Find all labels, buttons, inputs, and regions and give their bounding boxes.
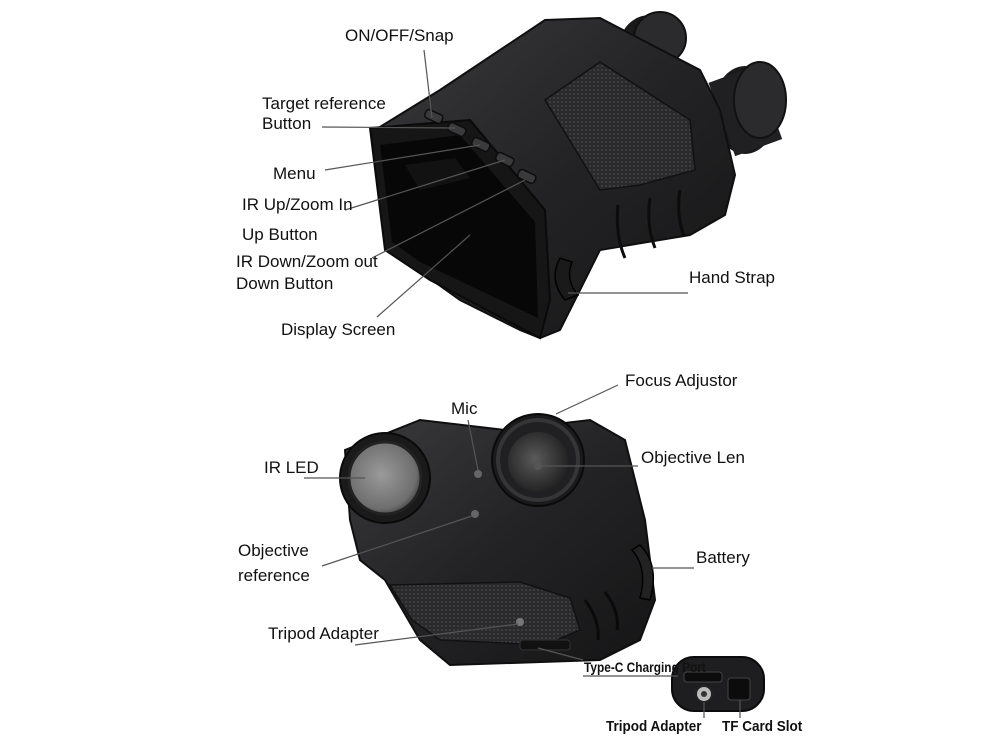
grip-ridges	[615, 189, 686, 259]
label-ir-up: IR Up/Zoom In Up Button	[242, 195, 353, 245]
port-inset	[671, 656, 765, 712]
label-objective-reference-line1: Objective	[238, 541, 309, 560]
type-c-port	[519, 639, 571, 651]
battery-cap	[630, 544, 655, 601]
top-binocular	[368, 11, 787, 340]
grip-texture	[543, 61, 696, 191]
label-battery: Battery	[696, 548, 750, 567]
label-objective-reference-line2: reference	[238, 566, 310, 585]
label-objective-reference: Objective reference	[238, 541, 310, 586]
bottom-leader-lines	[304, 384, 741, 718]
objective-lens	[491, 413, 585, 507]
label-hand-strap: Hand Strap	[689, 268, 775, 287]
label-ir-up-line2: Up Button	[242, 225, 318, 244]
objective-reference-dot	[471, 510, 479, 518]
label-ir-led: IR LED	[264, 458, 319, 477]
mic-dot	[474, 470, 482, 478]
label-objective-len: Objective Len	[641, 448, 745, 467]
label-menu: Menu	[273, 164, 316, 183]
label-tripod-adapter: Tripod Adapter	[268, 624, 379, 643]
hand-strap-loop	[554, 257, 580, 301]
bottom-binocular	[339, 413, 657, 667]
label-type-c-charging-port: Type-C Charging Port	[584, 660, 706, 675]
label-mic: Mic	[451, 399, 478, 418]
label-tripod-adapter-bottom: Tripod Adapter	[606, 718, 702, 735]
label-ir-down-line1: IR Down/Zoom out	[236, 252, 378, 271]
label-display-screen: Display Screen	[281, 320, 396, 339]
label-ir-down-line2: Down Button	[236, 274, 334, 293]
top-leader-lines	[321, 49, 688, 318]
label-focus-adjustor: Focus Adjustor	[625, 371, 738, 390]
label-on-off-snap: ON/OFF/Snap	[345, 26, 454, 45]
eyepiece-right	[708, 61, 787, 157]
label-tf-card-slot: TF Card Slot	[722, 718, 803, 735]
tripod-adapter-dot	[516, 618, 524, 626]
label-ir-down: IR Down/Zoom out Down Button	[236, 252, 378, 294]
label-ir-up-line1: IR Up/Zoom In	[242, 195, 353, 214]
label-target-reference-line1: Target reference	[262, 94, 386, 113]
label-target-reference: Target reference Button	[262, 94, 386, 134]
bottom-ridges	[583, 591, 619, 641]
bottom-grip-texture	[388, 581, 581, 646]
ir-led-lens	[339, 432, 431, 524]
label-target-reference-line2: Button	[262, 114, 312, 133]
